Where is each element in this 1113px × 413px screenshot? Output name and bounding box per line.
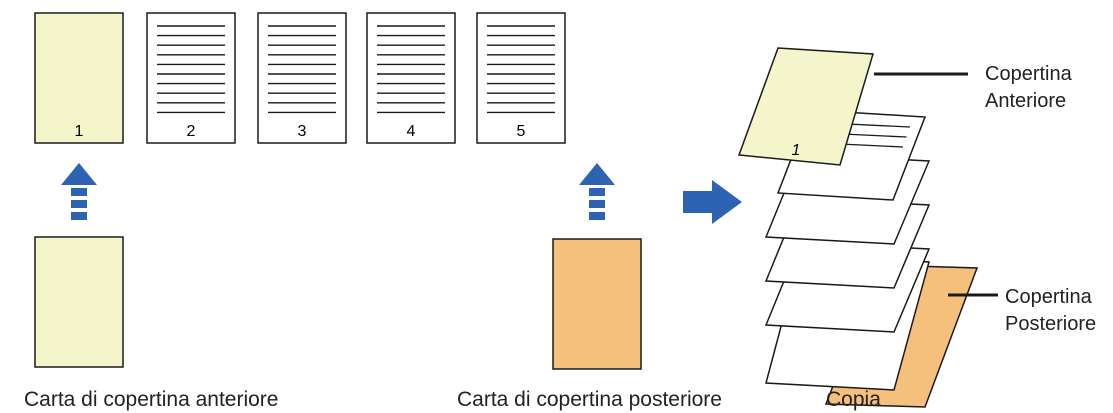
- stack-front-cover: [737, 47, 874, 166]
- copy-caption: Copia: [826, 388, 881, 411]
- original-page-5: 5: [476, 12, 566, 144]
- back-cover-caption: Carta di copertina posteriore: [457, 388, 722, 411]
- page-number: 1: [75, 123, 84, 140]
- original-page-4: 4: [366, 12, 456, 144]
- back-cover-callout: Copertina Posteriore: [1005, 284, 1096, 338]
- front-cover-sheet: [34, 236, 124, 368]
- page-number: 5: [517, 123, 526, 140]
- callout-line-2: Anteriore: [985, 90, 1067, 112]
- right-arrow-icon: [683, 180, 742, 224]
- front-cover-callout: Copertina Anteriore: [985, 61, 1072, 115]
- back-cover-sheet: [552, 238, 642, 370]
- original-pages: 1 2 3 4 5: [34, 12, 566, 144]
- up-arrow-icon: [61, 163, 97, 220]
- up-arrow-icon: [579, 163, 615, 220]
- callout-line-1: Copertina: [985, 63, 1072, 85]
- original-page-1: 1: [34, 12, 124, 144]
- callout-line-2: Posteriore: [1005, 313, 1097, 335]
- page-number: 3: [298, 123, 307, 140]
- page-number: 2: [187, 123, 196, 140]
- page-number: 4: [407, 123, 416, 140]
- callout-line-1: Copertina: [1005, 286, 1092, 308]
- output-stack: 5 4 3 2 1: [737, 47, 979, 408]
- original-page-3: 3: [257, 12, 347, 144]
- front-cover-caption: Carta di copertina anteriore: [24, 388, 279, 411]
- page-number: 1: [792, 142, 801, 159]
- original-page-2: 2: [146, 12, 236, 144]
